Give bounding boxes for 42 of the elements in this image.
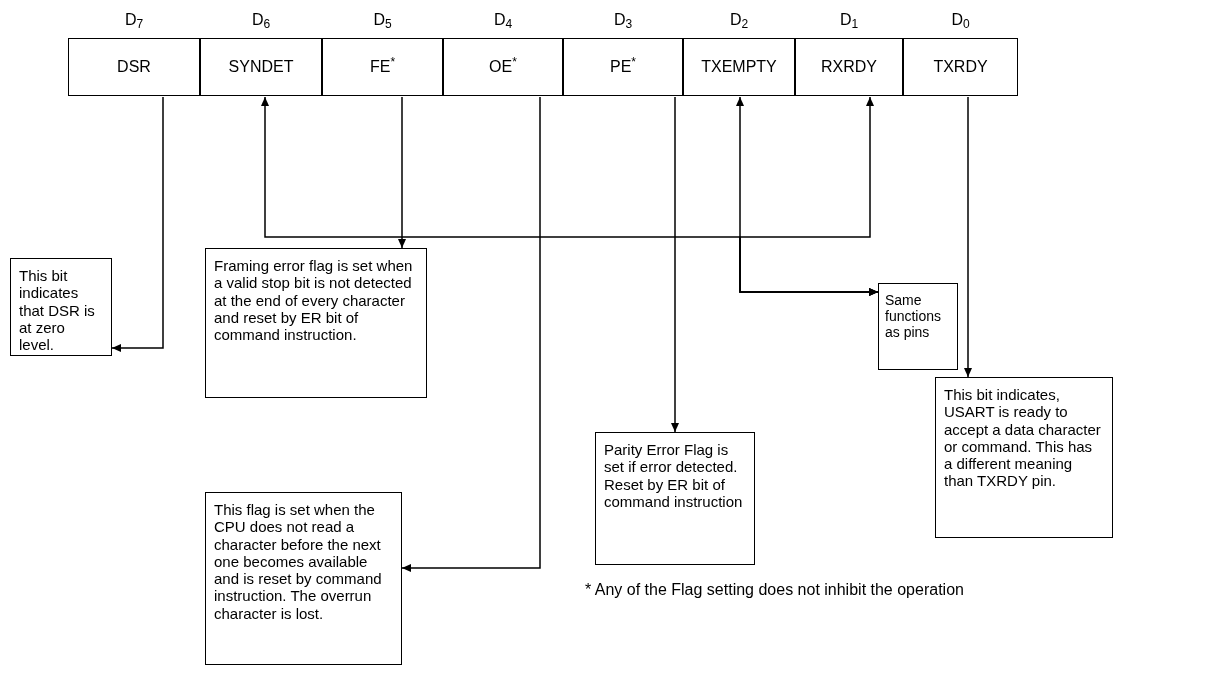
register-bit-cell bbox=[683, 38, 795, 96]
bit-label: D$_{4}$ bbox=[492, 10, 514, 32]
arrow bbox=[671, 96, 679, 433]
bit-label: D$_{3}$ bbox=[612, 10, 634, 32]
description-box bbox=[205, 492, 402, 665]
bit-label: D$_{0}$ bbox=[950, 10, 971, 32]
bit-name: TXEMPTY bbox=[701, 57, 777, 77]
bit-name: TXRDY bbox=[933, 57, 988, 77]
arrow bbox=[401, 96, 541, 572]
description-box bbox=[205, 248, 427, 398]
register-bit-cell bbox=[903, 38, 1018, 96]
bit-label: D$_{2}$ bbox=[728, 10, 750, 32]
register-bit-cell bbox=[443, 38, 563, 96]
register-bit-cell bbox=[68, 38, 200, 96]
description-text: Parity Error Flag is set if error detected. Reset by ER bit of command instruction bbox=[604, 441, 744, 510]
description-text: This flag is set when the CPU does not read a character before the next one becomes available and is reset by command instruction. The overrun character is lost. bbox=[214, 501, 383, 622]
bit-name: RXRDY bbox=[821, 57, 877, 77]
register-bit-cell bbox=[795, 38, 903, 96]
description-text: This bit indicates, USART is ready to accept a data character or command. This has a different meaning than TXRDY pin. bbox=[944, 386, 1102, 490]
register-bit-cell bbox=[322, 38, 443, 96]
arrow bbox=[398, 96, 406, 249]
bit-label: D$_{7}$ bbox=[123, 10, 145, 32]
bit-name: SYNDET bbox=[228, 57, 294, 77]
arrow bbox=[964, 96, 972, 378]
arrow bbox=[111, 96, 164, 352]
bit-name: FE$^{*}$ bbox=[369, 55, 396, 77]
bit-name: OE$^{*}$ bbox=[489, 55, 517, 77]
description-box bbox=[595, 432, 755, 565]
description-text: Same functions as pins bbox=[885, 292, 943, 341]
description-box bbox=[10, 258, 112, 356]
bit-label: D$_{6}$ bbox=[250, 10, 272, 32]
register-bit-cell bbox=[200, 38, 322, 96]
register-bit-cell bbox=[563, 38, 683, 96]
bit-name: PE$^{*}$ bbox=[610, 55, 636, 77]
bit-name: DSR bbox=[117, 57, 151, 77]
description-text: This bit indicates that DSR is at zero level. bbox=[19, 267, 96, 354]
description-box bbox=[878, 283, 958, 370]
description-text: Framing error flag is set when a valid stop bit is not detected at the end of every character and reset by ER bit of command instruction. bbox=[214, 257, 414, 344]
footnote: * Any of the Flag setting does not inhibit the operation bbox=[585, 580, 964, 600]
bit-label: D$_{5}$ bbox=[372, 10, 393, 32]
description-box bbox=[935, 377, 1113, 538]
bit-label: D$_{1}$ bbox=[838, 10, 860, 32]
